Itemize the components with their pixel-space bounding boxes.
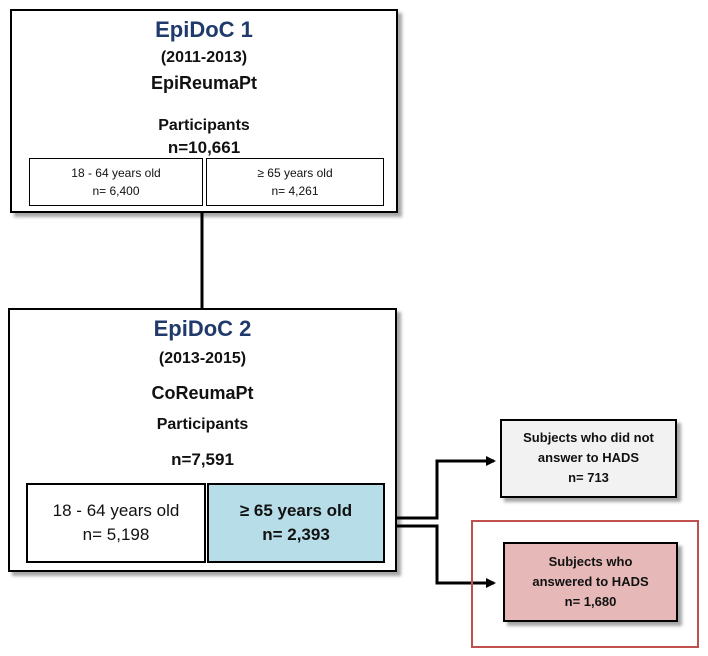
answered-box: Subjects who answered to HADS n= 1,680 <box>503 542 678 622</box>
not-answered-line1: Subjects who did not <box>523 430 654 445</box>
epidoc1-group-65plus-label: ≥ 65 years old <box>257 166 333 180</box>
epidoc2-period: (2013-2015) <box>158 350 247 367</box>
epidoc2-group-18-64-label: 18 - 64 years old <box>52 501 180 520</box>
epidoc1-group-65plus-n: n= 4,261 <box>271 184 319 198</box>
epidoc1-period: (2011-2013) <box>160 49 248 66</box>
epidoc1-group-18-64: 18 - 64 years old n= 6,400 <box>29 158 203 206</box>
epidoc1-title: EpiDoC 1 <box>155 17 253 42</box>
epidoc2-group-18-64: 18 - 64 years old n= 5,198 <box>26 483 206 563</box>
arrow-to-answered <box>384 524 496 588</box>
epidoc2-box: EpiDoC 2 (2013-2015) CoReumaPt Participa… <box>8 308 397 572</box>
epidoc2-participants-n: n=7,591 <box>171 450 234 469</box>
arrow-to-not-answered <box>384 456 496 520</box>
epidoc2-group-65plus-label: ≥ 65 years old <box>239 501 353 520</box>
epidoc1-participants-n: n=10,661 <box>167 138 241 157</box>
epidoc2-title: EpiDoC 2 <box>153 316 252 341</box>
epidoc1-group-18-64-n: n= 6,400 <box>92 184 140 198</box>
epidoc1-study: EpiReumaPt <box>150 73 258 93</box>
epidoc2-participants-label: Participants <box>156 416 249 433</box>
epidoc2-group-65plus-n: n= 2,393 <box>262 525 330 544</box>
answered-n: n= 1,680 <box>564 594 617 609</box>
not-answered-line2: answer to HADS <box>537 450 640 465</box>
epidoc1-group-65plus: ≥ 65 years old n= 4,261 <box>206 158 384 206</box>
answered-line2: answered to HADS <box>532 574 649 589</box>
epidoc1-participants-label: Participants <box>158 117 250 134</box>
epidoc2-group-18-64-n: n= 5,198 <box>82 525 150 544</box>
answered-line1: Subjects who <box>548 554 633 569</box>
not-answered-n: n= 713 <box>568 470 609 485</box>
epidoc1-group-18-64-label: 18 - 64 years old <box>71 166 161 180</box>
not-answered-box: Subjects who did not answer to HADS n= 7… <box>500 419 677 498</box>
epidoc2-group-65plus: ≥ 65 years old n= 2,393 <box>207 483 385 563</box>
answered-highlight-outline <box>471 520 699 648</box>
epidoc1-box: EpiDoC 1 (2011-2013) EpiReumaPt Particip… <box>10 9 398 213</box>
epidoc2-study: CoReumaPt <box>151 383 254 403</box>
